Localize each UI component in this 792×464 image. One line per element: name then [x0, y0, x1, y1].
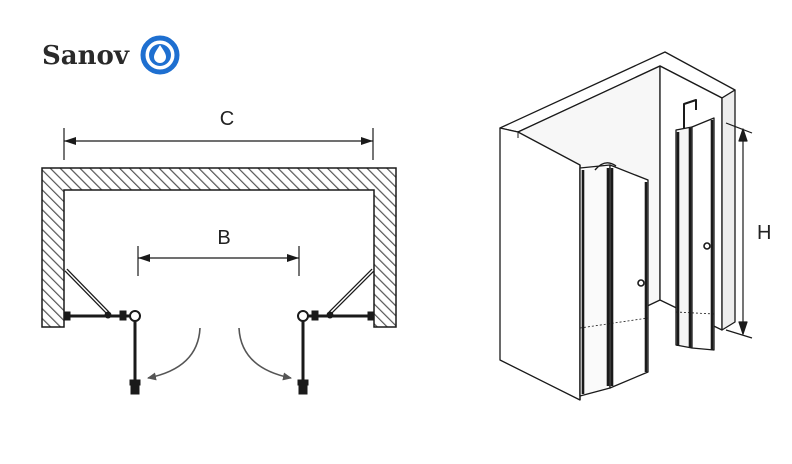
- right-swing-arrow: [238, 327, 292, 381]
- isometric-view: H: [499, 51, 771, 401]
- water-drop-icon: [140, 35, 180, 75]
- right-folding-door: [675, 99, 715, 351]
- plan-wall: [41, 167, 397, 328]
- left-folding-door: [579, 162, 649, 397]
- left-wall-front: [499, 127, 581, 401]
- right-door-knob: [703, 242, 711, 250]
- right-wall-end: [721, 89, 736, 331]
- right-door-plan: [297, 268, 375, 395]
- dimension-h: [725, 122, 753, 339]
- label-b: B: [217, 227, 230, 249]
- left-door-plan: [63, 268, 141, 395]
- left-door-knob: [637, 279, 645, 287]
- brand-logo: Sanov: [42, 35, 180, 75]
- label-c: C: [220, 108, 234, 130]
- dimension-b: B: [137, 227, 300, 276]
- dimension-c: C: [63, 108, 374, 160]
- brand-name: Sanov: [42, 41, 130, 71]
- left-swing-arrow: [147, 327, 201, 381]
- plan-view: C B: [41, 108, 397, 395]
- label-h: H: [757, 222, 771, 244]
